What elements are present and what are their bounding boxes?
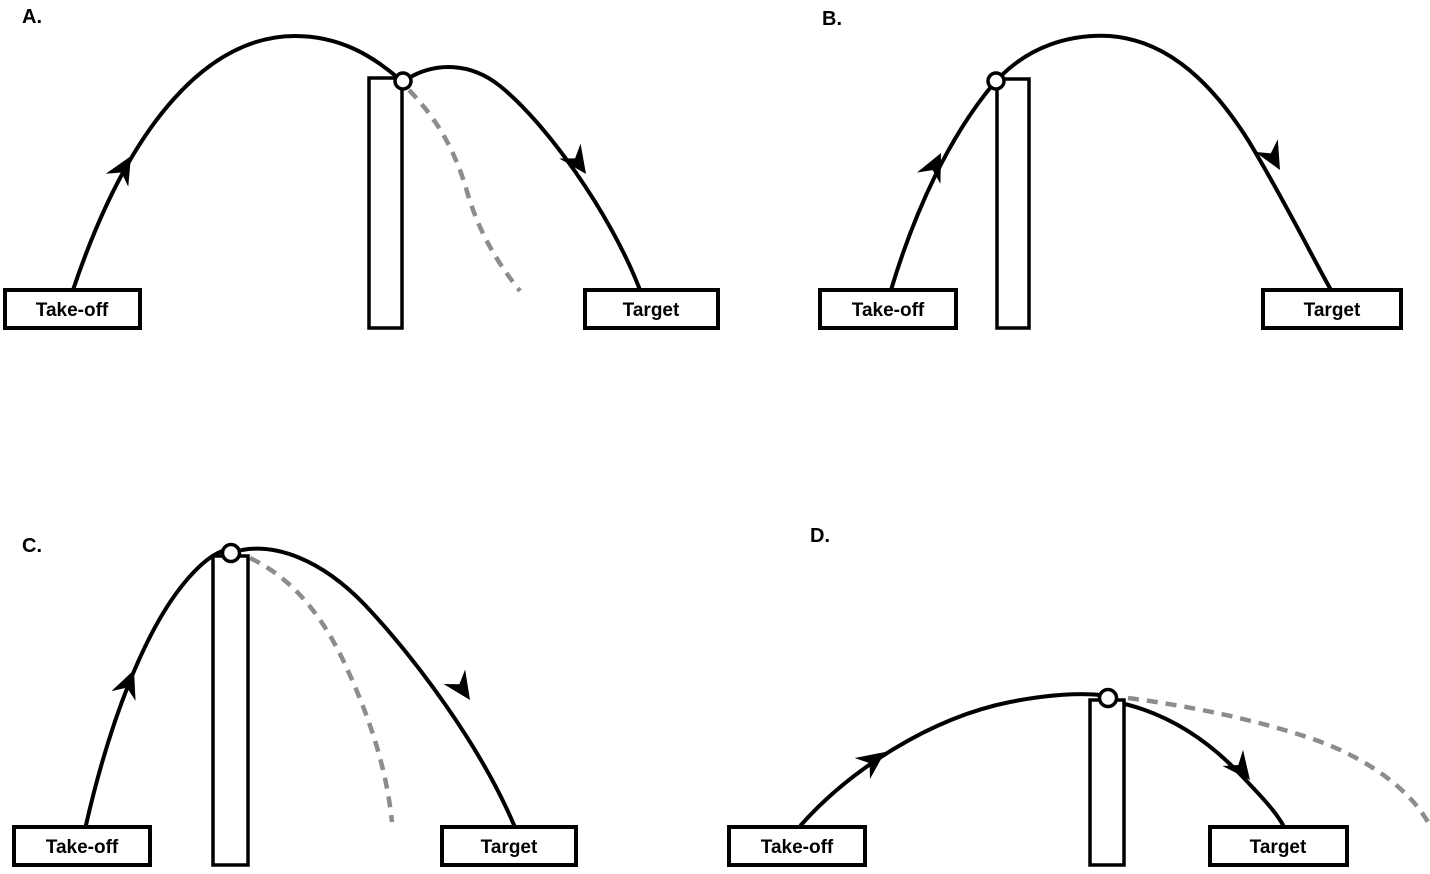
descent-trajectory-path bbox=[240, 546, 516, 827]
obstacle-bar bbox=[995, 77, 1031, 330]
panel-d: D. Take-off Target bbox=[727, 525, 1430, 867]
takeoff-label: Take-off bbox=[46, 837, 119, 858]
obstacle-bar bbox=[367, 76, 404, 330]
takeoff-label: Take-off bbox=[761, 837, 834, 858]
panel-c: C. Take-off Target bbox=[12, 535, 578, 867]
target-box bbox=[1261, 288, 1403, 330]
descent-arrowhead-icon bbox=[1222, 749, 1250, 780]
apex-marker-circle bbox=[1097, 687, 1119, 709]
takeoff-label: Take-off bbox=[852, 300, 925, 321]
target-box bbox=[1208, 825, 1349, 867]
takeoff-box bbox=[3, 288, 142, 330]
ascent-arrowhead-icon bbox=[111, 670, 136, 701]
target-label: Target bbox=[1250, 837, 1307, 858]
target-label: Target bbox=[623, 300, 680, 321]
apex-marker-circle bbox=[393, 71, 413, 91]
descent-trajectory-path bbox=[997, 33, 1333, 292]
dashed-continuation-path bbox=[1127, 695, 1430, 824]
target-box bbox=[583, 288, 720, 330]
ascent-trajectory-path bbox=[84, 547, 233, 827]
dashed-continuation-path bbox=[407, 88, 522, 293]
takeoff-box bbox=[12, 825, 152, 867]
takeoff-box bbox=[818, 288, 958, 330]
ascent-arrowhead-icon bbox=[854, 752, 885, 779]
panel-label: C. bbox=[22, 535, 42, 557]
panel-b: B. Take-off Target bbox=[818, 8, 1403, 330]
descent-arrowhead-icon bbox=[1255, 139, 1280, 170]
dashed-continuation-path bbox=[249, 555, 395, 823]
ascent-arrowhead-icon bbox=[105, 156, 131, 187]
takeoff-label: Take-off bbox=[36, 300, 109, 321]
descent-arrowhead-icon bbox=[443, 669, 470, 700]
descent-trajectory-path bbox=[405, 65, 642, 292]
panel-a: A. Take-off Target bbox=[3, 6, 720, 330]
ascent-arrowhead-icon bbox=[917, 153, 941, 184]
descent-arrowhead-icon bbox=[559, 143, 586, 174]
apex-marker-circle bbox=[986, 71, 1006, 91]
panel-label: A. bbox=[22, 6, 42, 28]
ascent-trajectory-path bbox=[71, 33, 399, 292]
obstacle-bar bbox=[1088, 698, 1126, 867]
target-box bbox=[440, 825, 578, 867]
target-label: Target bbox=[1304, 300, 1361, 321]
descent-trajectory-path bbox=[1114, 700, 1285, 827]
target-label: Target bbox=[481, 837, 538, 858]
takeoff-box bbox=[727, 825, 867, 867]
panel-label: D. bbox=[810, 525, 830, 547]
ascent-trajectory-path bbox=[889, 80, 997, 292]
obstacle-bar bbox=[211, 554, 250, 867]
apex-marker-circle bbox=[220, 542, 242, 564]
panel-label: B. bbox=[822, 8, 842, 30]
ascent-trajectory-path bbox=[799, 692, 1102, 827]
